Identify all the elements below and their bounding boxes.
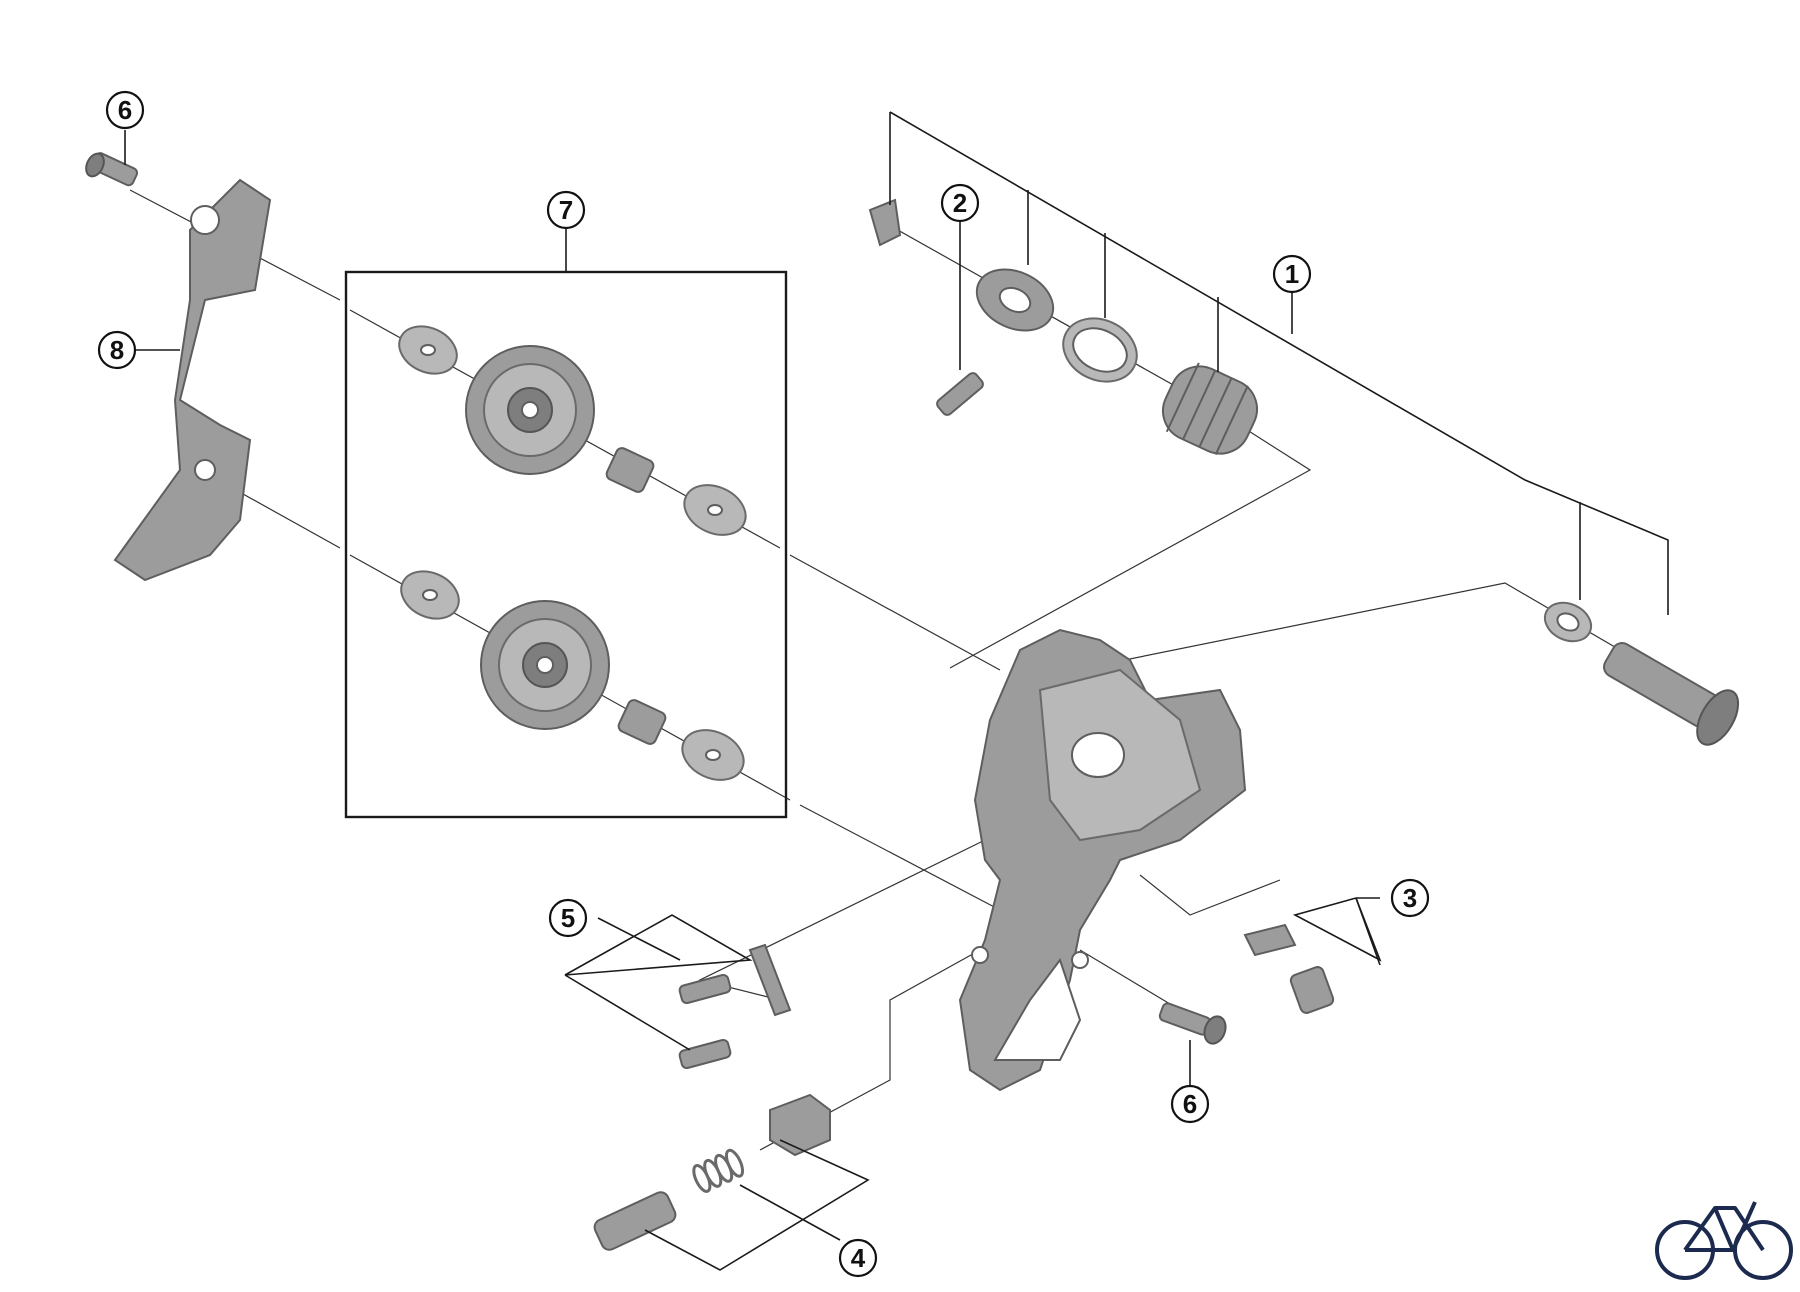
- assembly-axis-lines: [129, 189, 1621, 1151]
- callout-6-top-label: 6: [118, 95, 132, 125]
- top-right-parts: [868, 198, 1740, 746]
- callout-4: 4: [838, 1238, 878, 1278]
- lower-pulley-set: [400, 570, 745, 781]
- callout-8: 8: [97, 330, 137, 370]
- callout-6-top: 6: [105, 90, 145, 130]
- callout-6-right: 6: [1170, 1084, 1210, 1124]
- bolt-top-left: [85, 152, 139, 187]
- callout-8-label: 8: [110, 335, 124, 365]
- callout-4-label: 4: [851, 1243, 866, 1273]
- inner-cage-plate: [113, 178, 272, 582]
- pin-parts: [678, 943, 792, 1070]
- adjuster-parts: [593, 1093, 831, 1251]
- callout-leaders: [124, 111, 1669, 1271]
- callout-5: 5: [548, 898, 588, 938]
- bracket-parts: [1243, 923, 1335, 1014]
- bicycle-icon: [1655, 1201, 1793, 1280]
- callout-1-label: 1: [1285, 259, 1299, 289]
- callout-7: 7: [546, 190, 586, 230]
- upper-pulley-set: [398, 325, 747, 536]
- callout-6-right-label: 6: [1183, 1089, 1197, 1119]
- callout-7-label: 7: [559, 195, 573, 225]
- callout-5-label: 5: [561, 903, 575, 933]
- callout-3: 3: [1390, 878, 1430, 918]
- callout-2: 2: [940, 183, 980, 223]
- derailleur-body: [958, 628, 1247, 1092]
- callout-1: 1: [1272, 254, 1312, 294]
- callout-3-label: 3: [1403, 883, 1417, 913]
- callout-2-label: 2: [953, 188, 967, 218]
- bolt-right: [1158, 1002, 1227, 1045]
